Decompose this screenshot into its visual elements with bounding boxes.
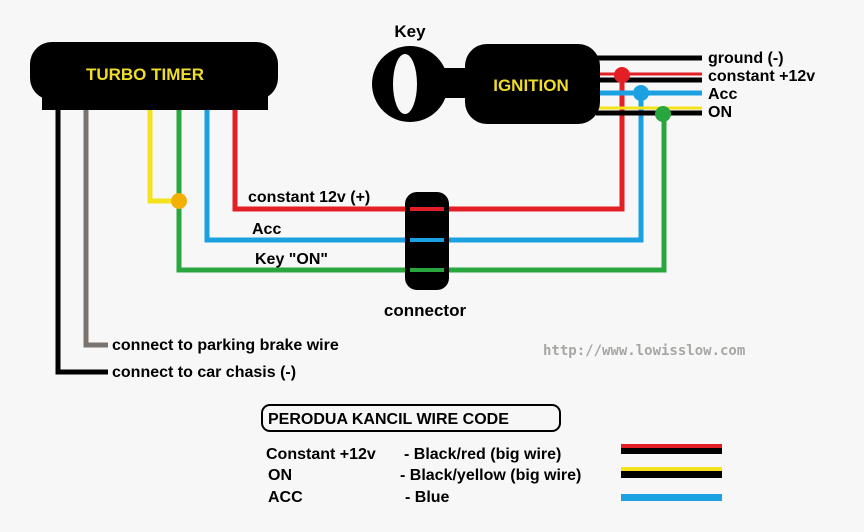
- legend-row-desc: - Blue: [405, 489, 450, 506]
- ignition-label: IGNITION: [493, 76, 569, 95]
- legend-title-box: [261, 404, 561, 432]
- wire-chassis-ground: [55, 110, 108, 375]
- key-label: Key: [394, 22, 426, 41]
- connector-label: connector: [384, 301, 467, 320]
- output-label-ground: ground (-): [708, 50, 784, 67]
- legend-title: PERODUA KANCIL WIRE CODE: [268, 411, 509, 428]
- junction-constant: [614, 67, 630, 83]
- legend-row-name: ACC: [268, 489, 303, 506]
- watermark: http://www.lowisslow.com: [543, 343, 745, 359]
- legend-row-desc: - Black/red (big wire): [404, 446, 561, 463]
- legend-swatch: [621, 448, 722, 454]
- legend-swatch: [621, 494, 722, 501]
- junction-yellow-green: [171, 193, 187, 209]
- ignition-box: IGNITION: [465, 44, 600, 124]
- note-parking-brake: connect to parking brake wire: [112, 337, 339, 354]
- legend-swatch-stripe: [621, 444, 722, 448]
- legend-row-name: Constant +12v: [266, 446, 376, 463]
- wire-parking-brake: [83, 110, 108, 348]
- turbo-timer-box: TURBO TIMER: [30, 42, 278, 110]
- wire-label-acc: Acc: [252, 221, 281, 238]
- connector: [405, 192, 449, 290]
- legend-row-desc: - Black/yellow (big wire): [400, 467, 581, 484]
- legend-row-name: ON: [268, 467, 292, 484]
- junction-on: [655, 106, 671, 122]
- wire-label-constant: constant 12v (+): [248, 189, 370, 206]
- legend-swatch-stripe: [621, 467, 722, 471]
- output-label-constant: constant +12v: [708, 68, 815, 85]
- junction-acc: [633, 85, 649, 101]
- legend-swatch: [621, 471, 722, 478]
- wire-label-on: Key "ON": [255, 251, 328, 268]
- turbo-timer-label: TURBO TIMER: [86, 65, 204, 84]
- ignition-output-wires: [590, 55, 702, 122]
- note-chassis: connect to car chasis (-): [112, 364, 296, 381]
- legend: PERODUA KANCIL WIRE CODE Constant +12v -…: [261, 404, 722, 506]
- output-label-on: ON: [708, 104, 732, 121]
- output-label-acc: Acc: [708, 86, 737, 103]
- wire-yellow: [147, 110, 179, 204]
